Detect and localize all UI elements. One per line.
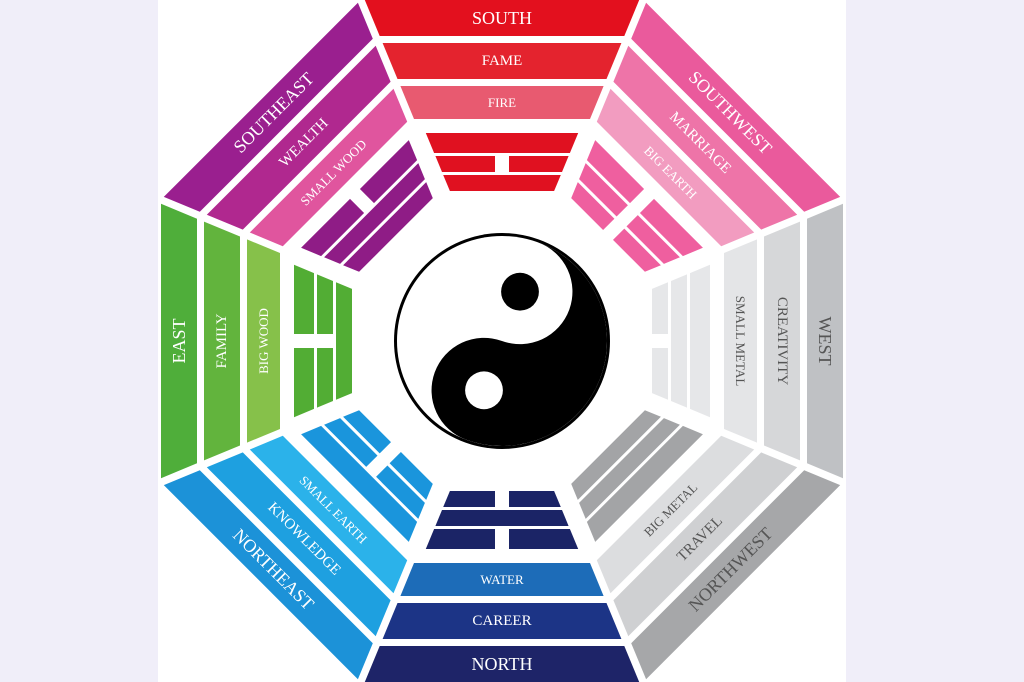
- southwest-trigram-broken-line: [626, 215, 680, 264]
- southwest-trigram-broken-line: [579, 163, 628, 217]
- north-aspiration-band: [382, 603, 622, 639]
- west-direction-band: [807, 203, 843, 479]
- southwest-trigram-broken-line: [639, 198, 703, 257]
- north-trigram-broken-line: [443, 491, 495, 507]
- northeast-aspiration-band: [206, 452, 391, 637]
- east-element-label: BIG WOOD: [256, 308, 271, 374]
- west-trigram-broken-line: [652, 348, 668, 400]
- north-trigram-solid-line: [435, 510, 569, 526]
- northwest-direction-band: [631, 470, 841, 680]
- northwest-trigram-solid-line: [571, 410, 661, 500]
- south-aspiration-label: FAME: [482, 53, 523, 69]
- west-trigram-solid-line: [690, 264, 710, 418]
- north-trigram-broken-line: [425, 529, 495, 549]
- southeast-aspiration-band: [206, 45, 391, 230]
- north-element-band: [400, 563, 604, 596]
- southwest-direction-band: [631, 2, 841, 212]
- south-trigram-solid-line: [425, 133, 579, 153]
- north-direction-label: NORTH: [472, 654, 533, 674]
- northeast-direction-band: [163, 470, 373, 680]
- west-aspiration-band: [764, 221, 800, 461]
- northeast-trigram-broken-line: [376, 465, 425, 519]
- southwest-trigram-broken-line: [571, 182, 615, 230]
- west-trigram-solid-line: [671, 274, 687, 408]
- north-trigram-broken-line: [509, 491, 561, 507]
- west-direction-label: WEST: [815, 317, 835, 366]
- northwest-trigram-solid-line: [586, 425, 703, 542]
- southeast-trigram-solid-line: [343, 182, 433, 272]
- southeast-trigram-broken-line: [359, 140, 418, 204]
- east-trigram-broken-line: [317, 274, 333, 334]
- yin-yang-light-dot: [465, 371, 503, 410]
- east-direction-label: EAST: [169, 318, 189, 363]
- northwest-aspiration-band: [613, 452, 798, 637]
- south-direction-label: SOUTH: [472, 8, 532, 28]
- east-aspiration-band: [204, 221, 240, 461]
- southwest-trigram-broken-line: [613, 228, 661, 272]
- south-trigram-broken-line: [435, 156, 495, 172]
- south-trigram-solid-line: [443, 175, 561, 191]
- north-trigram-broken-line: [509, 529, 579, 549]
- east-trigram-broken-line: [317, 348, 333, 408]
- east-trigram-broken-line: [294, 264, 314, 334]
- east-aspiration-label: FAMILY: [214, 313, 230, 368]
- sector-west: WEST CREATIVITY SMALL METAL: [652, 203, 843, 479]
- northeast-trigram-broken-line: [343, 410, 391, 454]
- north-element-label: WATER: [480, 572, 524, 587]
- south-direction-band: [364, 0, 640, 36]
- east-element-band: [247, 239, 280, 443]
- east-trigram-solid-line: [336, 282, 352, 400]
- northwest-element-band: [596, 435, 755, 594]
- north-direction-band: [364, 646, 640, 682]
- southwest-trigram-broken-line: [586, 140, 645, 204]
- north-aspiration-label: CAREER: [472, 613, 531, 629]
- sector-south: SOUTH FAME FIRE: [364, 0, 640, 191]
- southeast-trigram-solid-line: [324, 163, 425, 264]
- sector-north: NORTH CAREER WATER: [364, 491, 640, 682]
- northeast-element-band: [249, 435, 408, 594]
- southwest-aspiration-band: [613, 45, 798, 230]
- west-trigram-broken-line: [652, 282, 668, 334]
- southwest-element-band: [596, 88, 755, 247]
- southeast-direction-band: [163, 2, 373, 212]
- northeast-trigram-broken-line: [324, 418, 378, 467]
- west-aspiration-label: CREATIVITY: [774, 297, 790, 385]
- northwest-trigram-solid-line: [579, 418, 680, 519]
- northeast-trigram-broken-line: [389, 452, 433, 500]
- south-trigram-broken-line: [509, 156, 569, 172]
- sector-east: EAST FAMILY BIG WOOD: [161, 203, 352, 479]
- yin-yang-dark-dot: [501, 272, 539, 311]
- southeast-trigram-broken-line: [301, 198, 365, 257]
- west-element-label: SMALL METAL: [733, 296, 748, 387]
- southeast-element-band: [249, 88, 408, 247]
- northeast-trigram-solid-line: [301, 425, 418, 542]
- east-trigram-broken-line: [294, 348, 314, 418]
- east-direction-band: [161, 203, 197, 479]
- south-element-band: [400, 86, 604, 119]
- south-aspiration-band: [382, 43, 622, 79]
- south-element-label: FIRE: [488, 95, 516, 110]
- west-element-band: [724, 239, 757, 443]
- yin-yang-symbol: [394, 233, 610, 449]
